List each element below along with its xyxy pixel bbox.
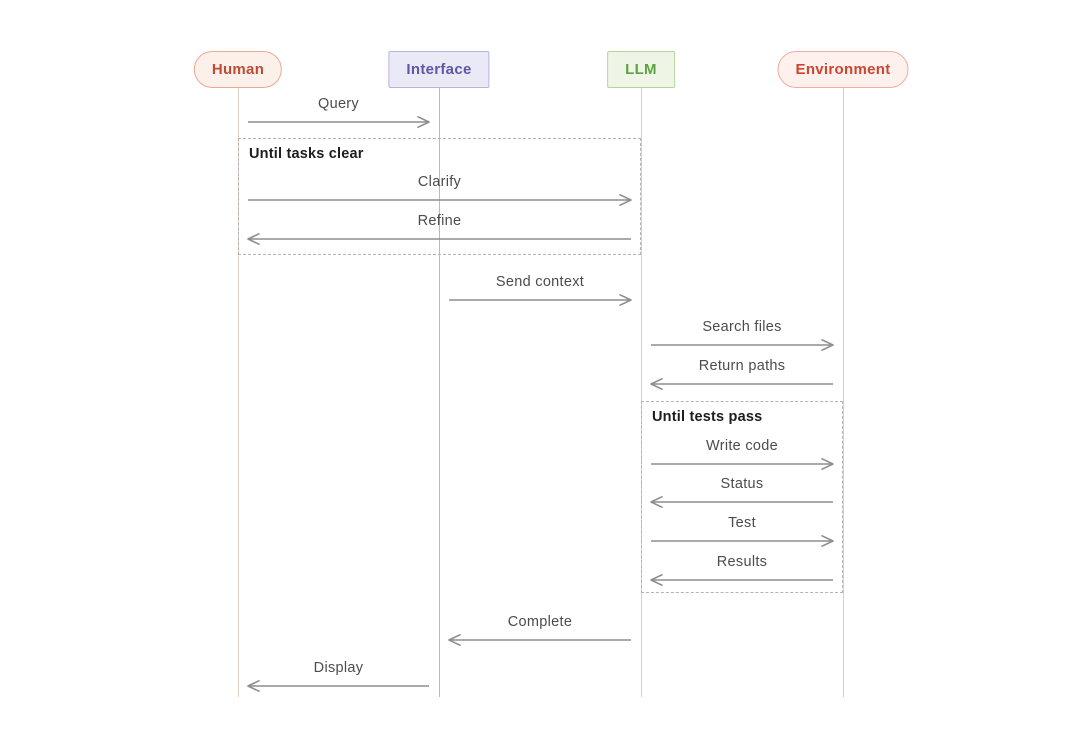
actor-box-llm: LLM [607,51,675,88]
message-arrow [449,293,632,307]
actor-box-interface: Interface [388,51,490,88]
message-label: Complete [507,614,573,630]
actor-box-environment: Environment [777,51,909,88]
lifeline-environment [842,88,844,697]
message-label: Status [720,476,764,492]
message-arrow [448,633,631,647]
actor-box-human: Human [193,51,283,88]
message-label: Search files [702,319,782,335]
message-label: Refine [417,213,462,229]
loop-box: Until tasks clear [238,138,641,255]
message-label: Return paths [698,358,786,374]
message-arrow [247,679,429,693]
message-label: Clarify [417,174,462,190]
lifeline-human [237,88,239,697]
loop-box: Until tests pass [641,401,843,593]
message-arrow [651,338,834,352]
message-label: Send context [495,274,585,290]
message-label: Test [728,515,756,531]
message-arrow [650,377,833,391]
message-label: Display [313,660,364,676]
message-label: Query [318,96,359,112]
message-arrow [248,116,430,128]
lifeline-interface [438,88,440,697]
lifeline-llm [640,88,642,697]
message-label: Results [716,554,768,570]
message-label: Write code [705,438,779,454]
loop-title: Until tasks clear [249,146,364,162]
loop-title: Until tests pass [652,409,763,425]
